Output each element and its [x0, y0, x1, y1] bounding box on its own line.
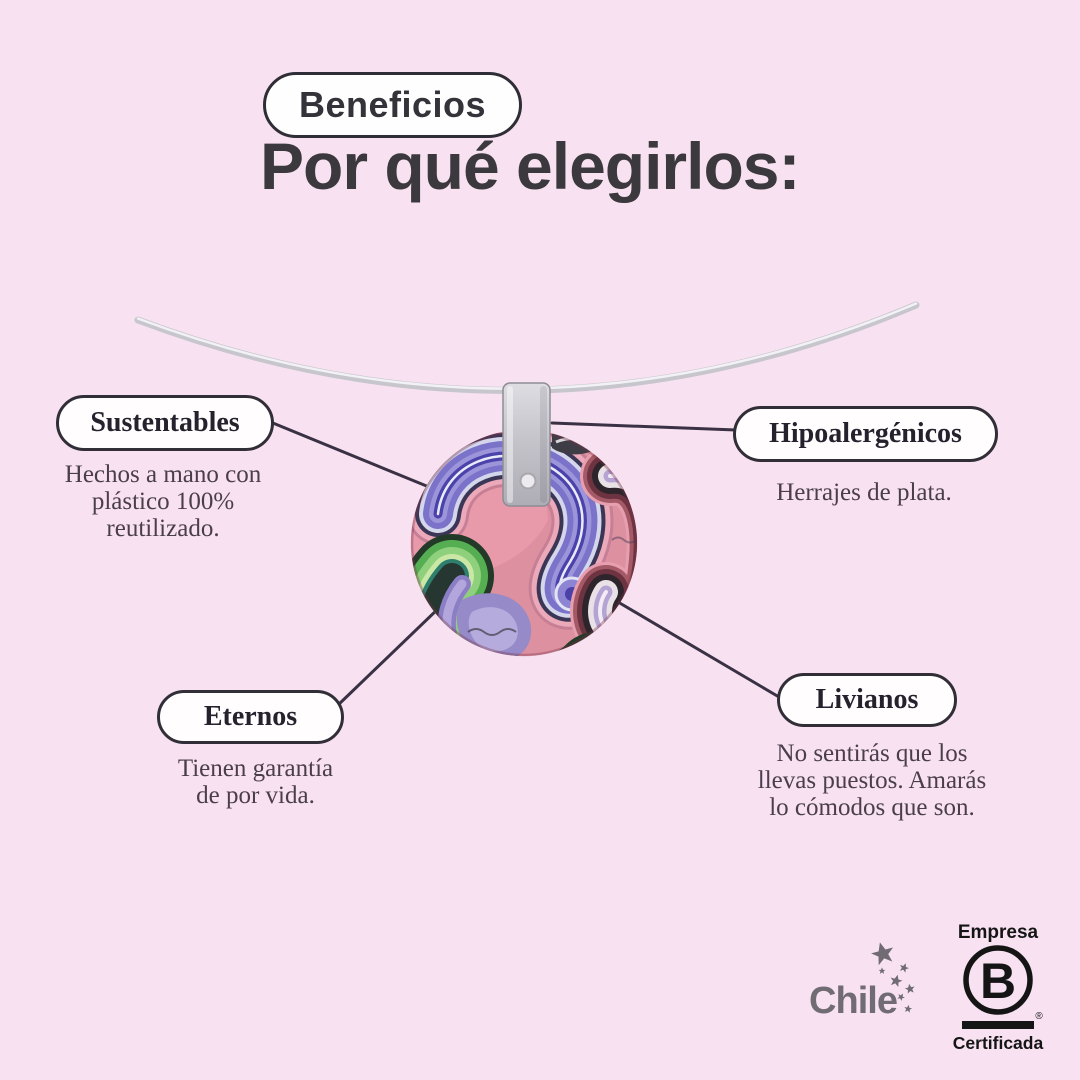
bcorp-letter: B	[980, 953, 1016, 1009]
callout-label: Sustentables	[90, 407, 240, 438]
bcorp-registered-mark: ®	[1035, 1011, 1043, 1022]
callout-label: Hipoalergénicos	[769, 418, 962, 449]
connector-lines	[266, 419, 781, 708]
callout-label: Livianos	[815, 684, 919, 715]
pendant-swirl-layer	[611, 536, 637, 544]
callout-pill-hipoalergenicos: Hipoalergénicos	[733, 406, 998, 462]
bcorp-circle-icon	[963, 945, 1033, 1015]
chile-logo-text: Chile	[809, 980, 897, 1022]
beneficios-badge: Beneficios	[263, 72, 522, 138]
callout-body-livianos: No sentirás que los llevas puestos. Amar…	[757, 740, 987, 821]
callout-body-eternos: Tienen garantía de por vida.	[177, 755, 334, 809]
callout-pill-eternos: Eternos	[157, 690, 344, 744]
bcorp-logo: Empresa B ® Certificada	[953, 922, 1044, 1053]
callout-body-hipoalergenicos: Herrajes de plata.	[776, 479, 952, 506]
connector-sustentables	[266, 419, 431, 489]
silver-bail	[502, 382, 551, 507]
pendant-swirl-layer	[467, 628, 517, 636]
necklace-wire	[134, 301, 920, 394]
connector-livianos	[616, 600, 781, 699]
pendant-swirl-layer	[468, 607, 518, 652]
connector-hipoalergenicos	[550, 421, 738, 432]
page-title: Por qué elegirlos:	[260, 129, 800, 203]
callout-pill-livianos: Livianos	[777, 673, 957, 727]
bcorp-certificada-text: Certificada	[953, 1033, 1044, 1053]
callout-pill-sustentables: Sustentables	[56, 395, 274, 451]
bcorp-bar	[962, 1021, 1034, 1029]
callout-label: Eternos	[203, 701, 298, 732]
callout-body-sustentables: Hechos a mano con plástico 100% reutiliz…	[64, 461, 262, 542]
bail-rivet	[519, 472, 537, 490]
connector-eternos	[335, 604, 443, 708]
bcorp-empresa-text: Empresa	[958, 922, 1039, 943]
